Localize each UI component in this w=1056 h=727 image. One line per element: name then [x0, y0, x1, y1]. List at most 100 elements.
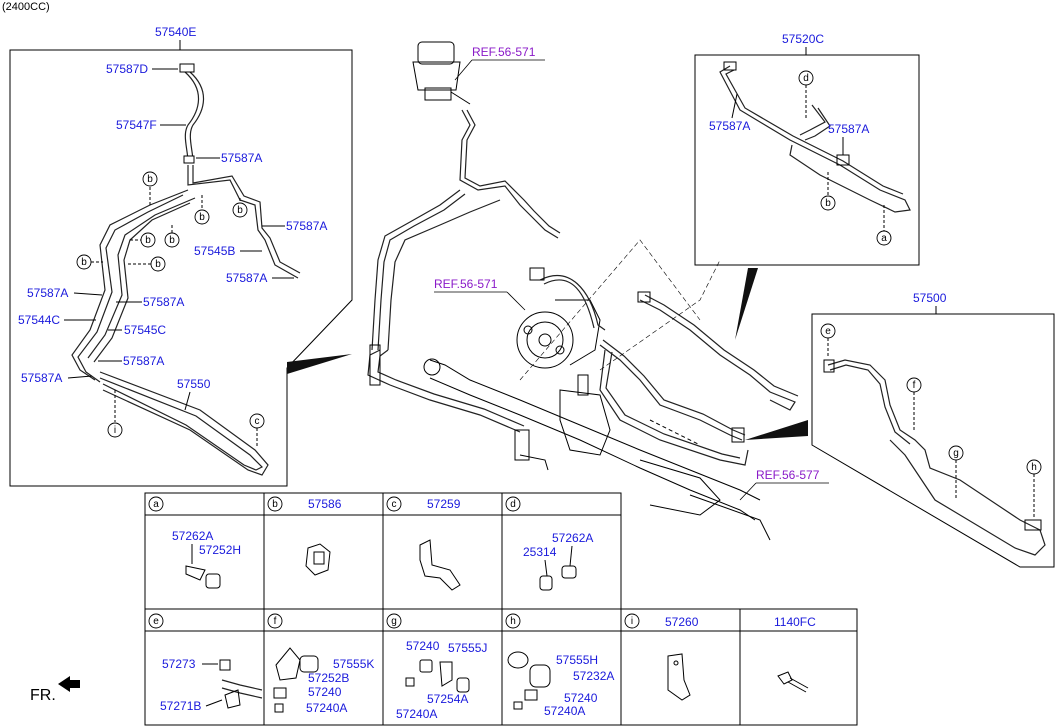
part-57252B[interactable]: 57252B [308, 671, 349, 685]
svg-text:i: i [631, 616, 633, 627]
part-57555H[interactable]: 57555H [556, 653, 598, 667]
svg-text:f: f [274, 616, 277, 627]
svg-text:g: g [953, 448, 959, 459]
svg-text:i: i [114, 425, 116, 436]
part-57240-h[interactable]: 57240 [564, 691, 598, 705]
callout-b-3[interactable]: b [232, 198, 248, 218]
part-57252H[interactable]: 57252H [199, 543, 241, 557]
callout-f-rb[interactable]: f [906, 377, 922, 432]
part-57240A-f[interactable]: 57240A [306, 701, 347, 715]
hose-57547F [184, 71, 200, 163]
parts-table [144, 492, 858, 726]
pointer-wedge-right-bottom [745, 420, 808, 440]
hose-57520C [719, 65, 911, 213]
label-57587A-6[interactable]: 57587A [123, 354, 164, 368]
svg-text:b: b [237, 205, 243, 216]
part-57262A-d[interactable]: 57262A [552, 531, 593, 545]
part-57240A-h[interactable]: 57240A [544, 704, 585, 718]
cell-c: c 57259 [386, 496, 461, 591]
label-57587A-2[interactable]: 57587A [286, 219, 327, 233]
label-57587D[interactable]: 57587D [106, 62, 148, 76]
part-57240-f[interactable]: 57240 [308, 685, 342, 699]
callout-h-rb[interactable]: h [1026, 459, 1042, 518]
svg-text:f: f [913, 380, 916, 391]
group-label-57520C[interactable]: 57520C [782, 32, 824, 46]
svg-text:h: h [1031, 462, 1037, 473]
svg-text:a: a [153, 499, 159, 510]
part-57555J[interactable]: 57555J [448, 641, 487, 655]
svg-text:e: e [825, 326, 831, 337]
svg-text:b: b [81, 257, 87, 268]
hose-57545B [187, 165, 299, 279]
callout-b-rt[interactable]: b [820, 172, 836, 211]
callout-b-4[interactable]: b [130, 232, 156, 248]
label-57545B[interactable]: 57545B [194, 244, 235, 258]
pointer-wedge-left [287, 354, 352, 374]
ref-56-571-pump[interactable]: REF.56-571 [434, 277, 498, 291]
callout-d-rt[interactable]: d [798, 70, 814, 120]
svg-text:b: b [147, 174, 153, 185]
cell-a: a 57262A 57252H [148, 496, 241, 589]
callout-g-rb[interactable]: g [948, 445, 964, 500]
svg-text:d: d [803, 73, 809, 84]
part-57273[interactable]: 57273 [162, 657, 196, 671]
ref-56-571-top[interactable]: REF.56-571 [472, 45, 536, 59]
svg-text:c: c [392, 499, 397, 510]
part-57586[interactable]: 57586 [308, 497, 342, 511]
group-label-57540E[interactable]: 57540E [155, 25, 196, 39]
cell-b: b 57586 [267, 496, 342, 576]
group-box-left [9, 49, 353, 487]
power-steering-pump [516, 267, 606, 369]
svg-text:b: b [155, 259, 161, 270]
part-57262A-a[interactable]: 57262A [172, 529, 213, 543]
callout-e-rb[interactable]: e [820, 323, 836, 358]
label-57587A-rt-1[interactable]: 57587A [709, 119, 750, 133]
part-57232A[interactable]: 57232A [573, 669, 614, 683]
callout-b-7[interactable]: b [128, 256, 166, 272]
svg-text:d: d [510, 499, 516, 510]
cell-f: f 57555K 57252B 57240 57240A [267, 613, 374, 715]
part-57240-g[interactable]: 57240 [406, 639, 440, 653]
label-57545C[interactable]: 57545C [124, 323, 166, 337]
callout-b-6[interactable]: b [76, 254, 103, 270]
callout-c-left[interactable]: c [249, 413, 265, 448]
label-57587A-3[interactable]: 57587A [226, 271, 267, 285]
reservoir [412, 41, 471, 105]
label-57587A-rt-2[interactable]: 57587A [828, 122, 869, 136]
label-57544C[interactable]: 57544C [18, 313, 60, 327]
cell-g: g 57240 57555J 57254A 57240A [386, 613, 487, 721]
label-57547F[interactable]: 57547F [116, 118, 157, 132]
part-25314[interactable]: 25314 [523, 545, 557, 559]
svg-text:e: e [153, 616, 159, 627]
label-57587A-5[interactable]: 57587A [143, 295, 184, 309]
pipe-57550 [99, 371, 269, 476]
part-57254A[interactable]: 57254A [427, 692, 468, 706]
pressure-hose [599, 344, 743, 441]
part-57259[interactable]: 57259 [427, 497, 461, 511]
ref-56-577[interactable]: REF.56-577 [756, 468, 820, 482]
part-1140FC[interactable]: 1140FC [774, 615, 816, 629]
svg-text:b: b [169, 235, 175, 246]
cell-1140FC: 1140FC [774, 615, 816, 693]
part-57271B[interactable]: 57271B [160, 699, 201, 713]
callout-b-2[interactable]: b [194, 195, 210, 225]
part-57260[interactable]: 57260 [665, 615, 699, 629]
callout-b-1[interactable]: b [142, 171, 158, 207]
svg-text:g: g [391, 616, 397, 627]
svg-text:h: h [510, 616, 516, 627]
callout-i-left[interactable]: i [107, 390, 123, 438]
label-57587A-4[interactable]: 57587A [27, 286, 68, 300]
group-label-57500[interactable]: 57500 [913, 291, 947, 305]
front-direction-label: FR. [30, 687, 56, 704]
label-57587A-1[interactable]: 57587A [221, 151, 262, 165]
callout-b-5[interactable]: b [164, 225, 180, 248]
part-57240A-g[interactable]: 57240A [396, 707, 437, 721]
cell-i: i 57260 [624, 613, 699, 701]
cell-e: e 57273 57271B [148, 613, 263, 713]
cell-d: d 57262A 25314 [505, 496, 593, 591]
part-57555K[interactable]: 57555K [333, 657, 374, 671]
callout-a-rt[interactable]: a [876, 205, 892, 246]
label-57587A-7[interactable]: 57587A [21, 371, 62, 385]
label-57550[interactable]: 57550 [177, 377, 211, 391]
